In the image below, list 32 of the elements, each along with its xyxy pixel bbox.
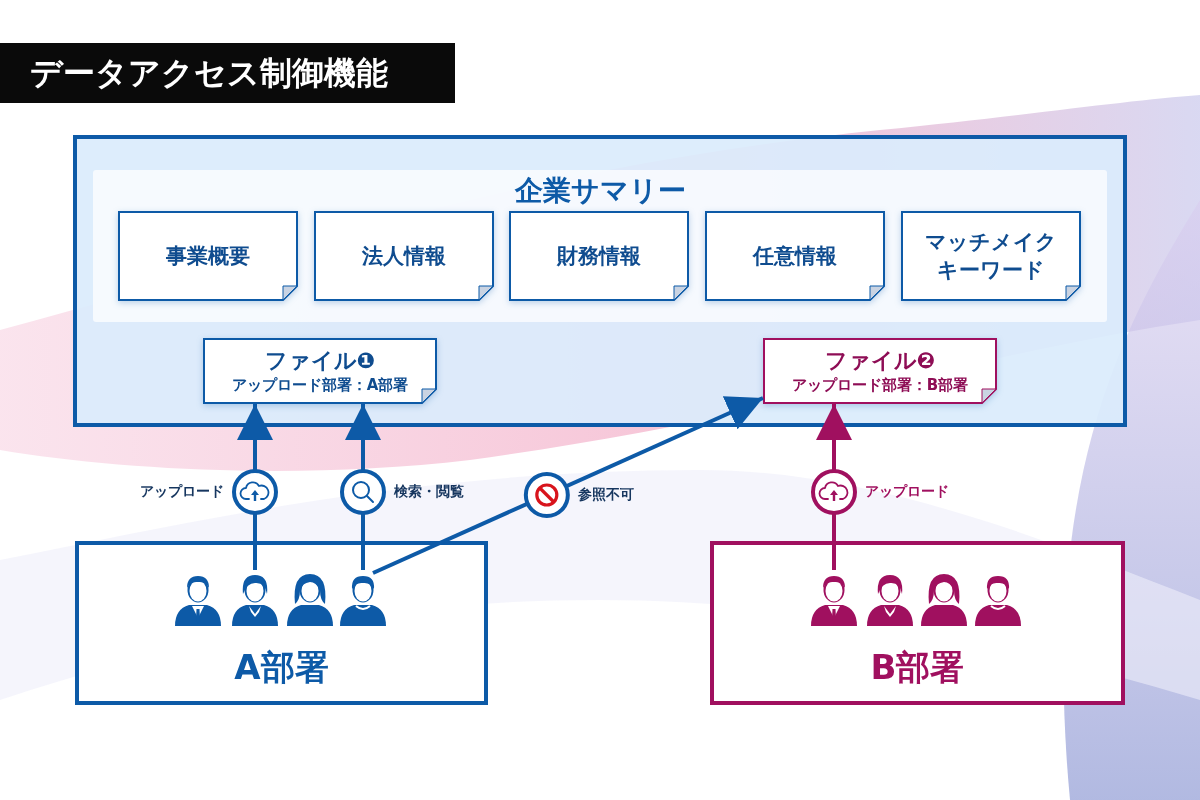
file-subtitle: アップロード部署：B部署 [791, 375, 969, 395]
edge-label: 検索・閲覧 [394, 482, 464, 501]
card-text: 事業概要 [166, 243, 250, 270]
arrow [816, 404, 852, 570]
file-card [203, 338, 437, 404]
edge-label: アップロード [140, 482, 224, 501]
file-card [763, 338, 997, 404]
document-card [901, 211, 1081, 301]
card-text: マッチメイクキーワード [924, 229, 1058, 284]
edge-label: 参照不可 [577, 485, 634, 504]
document-card [705, 211, 885, 301]
department-name: B部署 [870, 647, 965, 687]
document-card [509, 211, 689, 301]
department-box [75, 541, 488, 705]
card-text: 任意情報 [753, 243, 837, 270]
department-box [710, 541, 1125, 705]
panel-heading: 企業サマリー [514, 174, 686, 208]
arrow [345, 404, 381, 570]
document-card [118, 211, 298, 301]
summary-frame [73, 135, 1127, 427]
arrow [372, 396, 764, 575]
edge-label: アップロード [865, 482, 949, 501]
card-text: 財務情報 [557, 243, 641, 270]
card-text: 法人情報 [362, 243, 446, 270]
department-name: A部署 [234, 647, 329, 687]
document-card [314, 211, 494, 301]
file-title: ファイル❶ [264, 347, 376, 375]
file-title: ファイル❷ [824, 347, 936, 375]
title-banner: データアクセス制御機能 [0, 43, 455, 103]
file-subtitle: アップロード部署：A部署 [231, 375, 409, 395]
summary-panel [93, 170, 1107, 322]
arrow [237, 404, 273, 570]
